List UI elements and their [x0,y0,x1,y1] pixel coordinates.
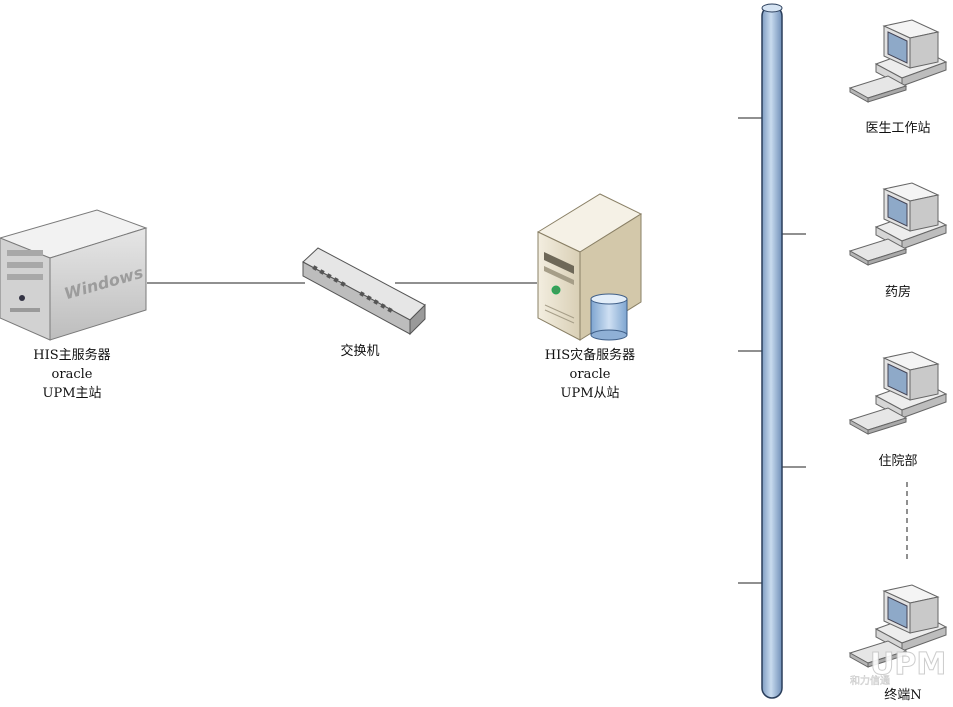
watermark-logo-text: UPM [870,647,946,682]
database-icon [590,293,628,341]
bus-ticks [738,117,806,584]
terminal-pc-n-icon [848,584,948,668]
main-server-name: HIS主服务器 [33,348,111,363]
watermark-sub-text: 和力信通 [850,674,890,687]
backup-server-db: oracle [569,367,611,382]
terminal-pc-inpatient-icon [848,351,948,435]
main-server-label: HIS主服务器 oracle UPM主站 [12,346,132,403]
switch-icon [302,247,426,336]
upm-watermark: UPM 和力信通 [850,647,947,688]
terminal-pc-pharmacy-icon [848,182,948,266]
main-server-icon: Windows [0,209,148,341]
terminal-label-doctor: 医生工作站 [865,121,931,136]
main-server-role: UPM主站 [42,386,102,401]
backup-server-label: HIS灾备服务器 oracle UPM从站 [520,346,660,403]
main-server-db: oracle [51,367,93,382]
switch-label: 交换机 [340,344,380,359]
backup-server-name: HIS灾备服务器 [544,348,636,363]
terminal-pc-doctor-icon [848,19,948,103]
terminal-label-pharmacy: 药房 [884,285,911,300]
backup-server-role: UPM从站 [560,386,620,401]
terminal-label-inpatient: 住院部 [878,454,918,469]
network-bus [761,3,783,699]
terminal-label-n: 终端N [884,688,922,703]
